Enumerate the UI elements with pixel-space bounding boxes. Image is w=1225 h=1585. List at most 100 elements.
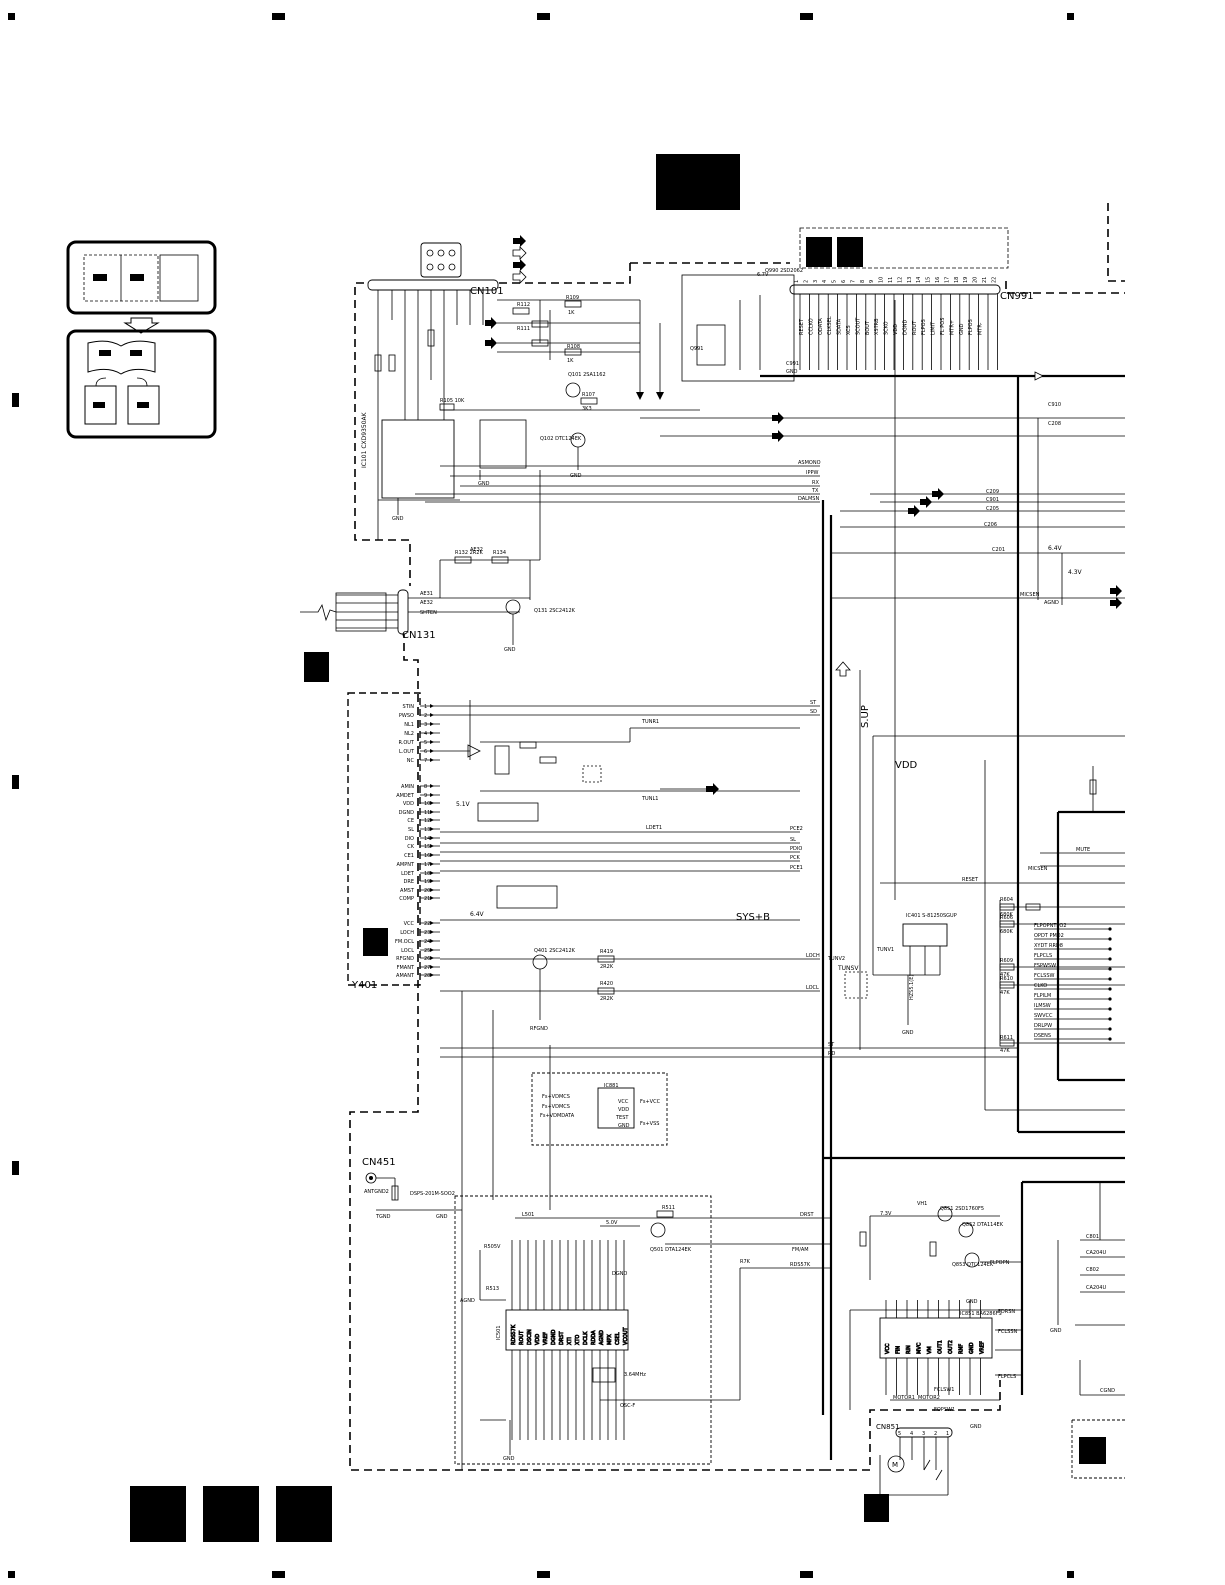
y401-pin-arrow [430,836,434,840]
bus-st: ST [810,700,817,706]
y401-pin-num-10: 10 [424,801,430,807]
svg-text:R134: R134 [493,550,506,556]
cn991-pin-num-4: 4 [822,280,828,283]
ic881-label: IC881 [604,1083,619,1089]
cn991-pin-16: FL POS [940,318,946,335]
ic851-pin-8: RNF [959,1344,965,1354]
cn991-pin-10: SCKO [884,321,890,335]
svg-text:GND: GND [478,481,490,487]
y401-pin-num-19: 19 [424,879,430,885]
bus-micsen: MICSEN [1020,592,1040,598]
y401-pin-ampnt: AMPNT [396,862,414,868]
ic501-pin-15: VCOUT [623,1326,629,1345]
bus-dalmsn: DALMSN [798,496,819,502]
ic881-block: IC881 Fs+VDMCS Fs+VDMCS Fs+VDMDATA Fs+VC… [531,1072,668,1146]
y401-pin-locl: LOCL [401,948,414,954]
ic851-pin-2: FIN [896,1346,902,1354]
svg-text:1K: 1K [568,310,575,316]
flp-signal-11: DRLPW [1034,1023,1052,1029]
ic851-pin-4: MVC [917,1342,923,1354]
cn991-pin-num-17: 17 [944,277,950,283]
y401-pin-arrow [430,731,434,735]
cn991-pin-12: DGND [902,320,908,335]
y401-pin-num-9: 9 [424,793,427,799]
flp-signal-10: SWVCC [1034,1013,1053,1019]
svg-text:2R2K: 2R2K [600,964,614,970]
cn991-pin-num-12: 12 [897,277,903,283]
bus-ippw: IPPW [806,470,819,476]
cn991-pin-num-6: 6 [841,280,847,283]
y401-pin-num-13: 13 [424,827,430,833]
svg-text:R505V: R505V [484,1244,501,1250]
label-block-c [130,1486,186,1542]
ic501-label: IC501 [496,1325,502,1340]
svg-text:CA204U: CA204U [1086,1250,1106,1256]
bus-fmam: FM/AM [792,1247,809,1253]
flp-signal-dot [1108,1037,1112,1041]
svg-text:R107: R107 [582,392,595,398]
y401-pin-arrow [430,810,434,814]
y401-pin-ck: CK [407,844,414,850]
q990-label: Q990 2SD2062 [765,268,803,274]
y401-pin-l-out: L.OUT [399,749,415,755]
y401-pin-r-out: R.OUT [398,740,414,746]
bus-asmono: ASMONO [798,460,821,466]
flp-signal-4: FLPCLS [1034,953,1052,959]
cn991-pin-num-21: 21 [982,277,988,283]
y401-pin-num-15: 15 [424,844,430,850]
svg-text:GND: GND [970,1424,982,1430]
svg-text:C801: C801 [1086,1234,1099,1240]
ic851-pin-7: OUT2 [948,1340,954,1354]
svg-text:R112: R112 [517,302,530,308]
ic501-pin-6: DGND [551,1330,557,1345]
y401-pin-arrow [430,827,434,831]
flp-signal-dot [1108,1027,1112,1031]
y401-pin-num-26: 26 [424,956,430,962]
y401-pin-dgnd: DGND [399,810,414,816]
y401-pin-num-24: 24 [424,939,430,945]
svg-text:47K: 47K [1000,1048,1010,1054]
bus-drst: DRST [800,1212,814,1218]
svg-text:R609: R609 [1000,958,1013,964]
flp-signal-12: DSENS [1034,1033,1051,1039]
svg-text:R7K: R7K [740,1259,751,1265]
y401-pin-num-28: 28 [424,973,430,979]
ic401-block: IC401 S-81250SGUP TUNV1 TUNV2 TUNSV GND … [827,913,957,1036]
cn991-pin-8: BOUT [865,320,871,335]
svg-text:C209: C209 [986,489,999,495]
y401-pin-num-5: 5 [424,740,427,746]
y401-pin-sl: SL [408,827,414,833]
rail-6v4-b: 6.4V [1048,545,1063,552]
flp-signal-8: FLPILM [1034,993,1051,999]
cn991-pin-20: MTR- [978,322,984,335]
y401-pin-arrow [430,921,434,925]
cn451-block: CN451 ANTGND2 DSPS-201M-SOO2 TGND GND [362,1157,462,1220]
ic851-pin-1: VCC [885,1343,891,1354]
y401-pin-nc: NC [407,758,415,764]
y401-pin-vcc: VCC [404,921,415,927]
bus-sl: SL [790,837,796,843]
zener-note: HZS5.1(E) [909,975,915,1000]
ic501-pin-12: AGND [599,1330,605,1345]
fopsw-label: FOPSW1 [934,1407,955,1413]
cn131-pin-1: AE31 [420,591,433,597]
flp-signal-7: CLKO [1034,983,1047,989]
flp-signal-dot [1108,1017,1112,1021]
flp-signal-dot [1108,977,1112,981]
bus-pce1: PCE1 [790,865,803,871]
agnd-label-2: AGND [460,1298,475,1304]
y401-pin-arrow [430,740,434,744]
ic501-pin-1: RDS57K [511,1324,517,1345]
y401-pin-arrow [430,818,434,822]
y401-pin-arrow [430,853,434,857]
label-block-b [363,928,388,956]
cn851-pin-num-2: 2 [934,1431,937,1437]
motor1-label: MOTOR1 [893,1395,915,1401]
cn991-pin-2: CCLKO [808,318,814,335]
svg-text:R513: R513 [486,1286,499,1292]
ic501-pin-9: XTO [575,1335,581,1345]
q851-label: Q851 2SD1760F5 [940,1206,984,1212]
y401-pin-num-22: 22 [424,921,430,927]
